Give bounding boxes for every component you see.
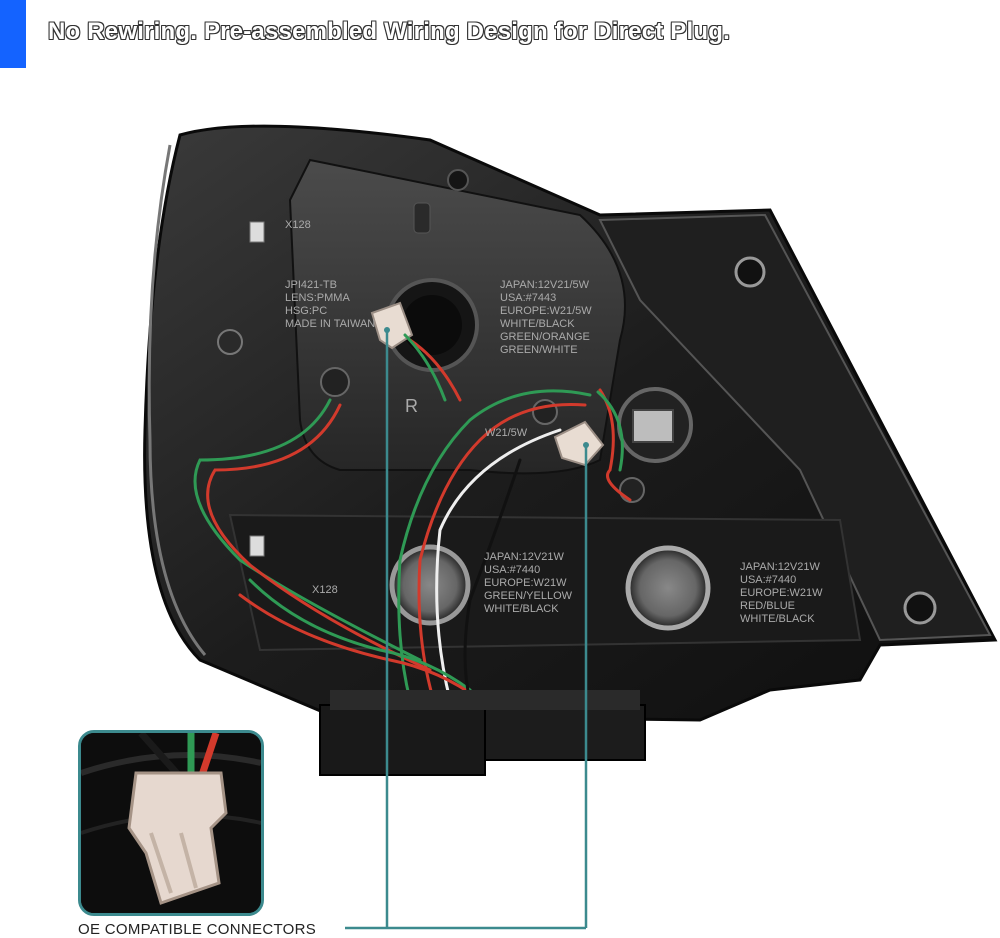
- bulb-spec-upper-5: GREEN/ORANGE: [500, 331, 590, 343]
- headline: No Rewiring. Pre-assembled Wiring Design…: [48, 18, 730, 45]
- housing-molding-line-1: JPI421-TB: [285, 279, 337, 291]
- accent-bar: [0, 0, 26, 68]
- bulb-spec-lower-left-2: USA:#7440: [484, 564, 540, 576]
- bulb-spec-lower-right-2: USA:#7440: [740, 574, 796, 586]
- part-code-lower: X128: [312, 584, 338, 596]
- plug-block-right: [484, 704, 646, 761]
- callout-label: OE COMPATIBLE CONNECTORS: [78, 921, 317, 938]
- side-mark: R: [405, 396, 418, 416]
- part-code-upper: X128: [285, 219, 311, 231]
- bulb-spec-upper-2: USA:#7443: [500, 292, 556, 304]
- housing-molding-line-4: MADE IN TAIWAN: [285, 318, 375, 330]
- housing-molding-line-2: LENS:PMMA: [285, 292, 350, 304]
- bulb-spec-lower-right-3: EUROPE:W21W: [740, 587, 823, 599]
- bulb-spec-upper-6: GREEN/WHITE: [500, 344, 578, 356]
- bulb-spec-lower-right-1: JAPAN:12V21W: [740, 561, 821, 573]
- bulb-spec-lower-right-5: WHITE/BLACK: [740, 613, 815, 625]
- bulb-socket-upper: [370, 301, 414, 350]
- bulb-spec-lower-right-4: RED/BLUE: [740, 600, 795, 612]
- bulb-spec-upper-3: EUROPE:W21/5W: [500, 305, 592, 317]
- lower-socket-right: [625, 545, 711, 631]
- bulb-spec-lower-left-4: GREEN/YELLOW: [484, 590, 573, 602]
- socket-mark: W21/5W: [485, 427, 528, 439]
- bulb-spec-lower-left-3: EUROPE:W21W: [484, 577, 567, 589]
- mounting-wing: [598, 213, 992, 642]
- connector-closeup-illustration: [81, 733, 261, 913]
- wiring-harness: [193, 333, 632, 707]
- bulb-spec-lower-left-1: JAPAN:12V21W: [484, 551, 565, 563]
- connector-closeup: [78, 730, 264, 916]
- housing-molding-line-3: HSG:PC: [285, 305, 327, 317]
- bulb-spec-lower-left-5: WHITE/BLACK: [484, 603, 559, 615]
- connector-body: [127, 771, 228, 905]
- bulb-spec-upper-4: WHITE/BLACK: [500, 318, 575, 330]
- bulb-socket-right: [553, 420, 605, 467]
- plug-block-left: [319, 704, 486, 776]
- lower-socket-left: [389, 544, 471, 626]
- bulb-spec-upper-1: JAPAN:12V21/5W: [500, 279, 590, 291]
